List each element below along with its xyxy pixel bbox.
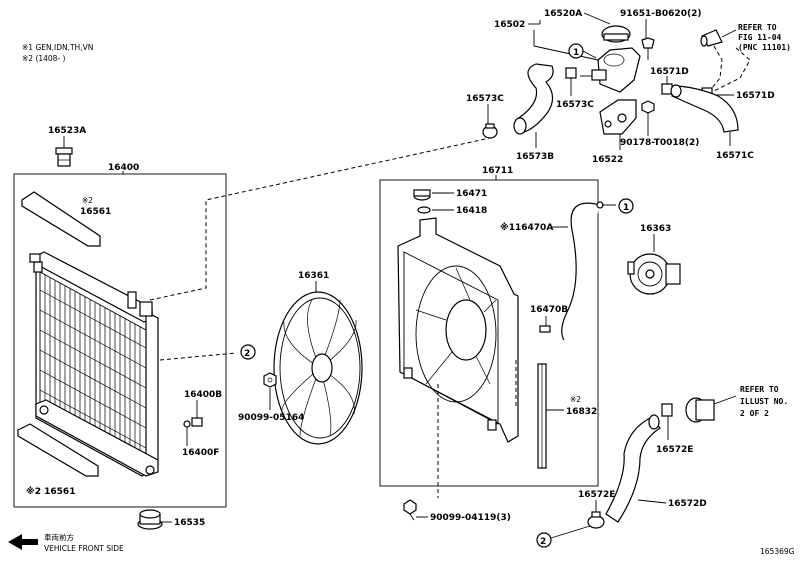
callout-1-right-text: 1 (623, 203, 629, 213)
label-16572D[interactable]: 16572D (668, 499, 707, 509)
seal-16832[interactable] (537, 363, 547, 469)
label-16571D-a[interactable]: 16571D (650, 67, 689, 77)
label-16572E-top[interactable]: 16572E (656, 445, 693, 455)
hose-16571C[interactable] (670, 84, 739, 133)
label-16361[interactable]: 16361 (298, 271, 329, 281)
bolt-91651-B0620[interactable] (641, 37, 655, 60)
outlet-cap-16520A[interactable] (601, 25, 631, 43)
thermostat-housing-ref[interactable] (685, 395, 737, 423)
ref-top-line1: REFER TO (738, 23, 777, 32)
mark-16832: ※2 (570, 395, 581, 404)
ref-top-line3: (PNC 11101) (738, 43, 791, 52)
clamp-16573C-left[interactable] (482, 123, 498, 139)
bracket-16522[interactable] (599, 99, 637, 135)
label-16418[interactable]: 16418 (456, 206, 487, 216)
label-16520A[interactable]: 16520A (544, 9, 582, 19)
leader-ref-top-2 (711, 47, 751, 93)
label-16711[interactable]: 16711 (482, 166, 513, 176)
callout-2-bottom-text: 2 (540, 537, 546, 547)
label-90099-05164[interactable]: 90099-05164 (238, 413, 304, 423)
clamp-16571D-a[interactable] (661, 83, 673, 95)
reservoir-cap-16471[interactable] (413, 189, 431, 201)
gasket-16418[interactable] (417, 206, 431, 214)
ref-right-line2: ILLUST NO. (740, 397, 788, 406)
label-16573C-mid[interactable]: 16573C (556, 100, 594, 110)
seal-16561-bottom[interactable] (17, 423, 99, 477)
clamp-16573C-mid[interactable] (565, 67, 577, 79)
label-16832[interactable]: 16832 (566, 407, 597, 417)
bolt-90099-04119[interactable] (403, 499, 417, 521)
label-16523A[interactable]: 16523A (48, 126, 86, 136)
seal-16561-top[interactable] (21, 191, 101, 247)
note-2: ※2 (1408- ) (22, 54, 66, 63)
label-16571D-b[interactable]: 16571D (736, 91, 775, 101)
clamp-16470B[interactable] (539, 325, 551, 333)
ref-right-line3: 2 OF 2 (740, 409, 769, 418)
label-16535[interactable]: 16535 (174, 518, 205, 528)
callout-2-mid[interactable] (240, 344, 256, 360)
label-16470B[interactable]: 16470B (530, 305, 568, 315)
label-16400B[interactable]: 16400B (184, 390, 222, 400)
radiator-16400[interactable] (29, 251, 159, 477)
hose-16573B[interactable] (513, 63, 554, 135)
hose-16572D[interactable] (605, 414, 661, 523)
fitting-ref-top[interactable] (700, 29, 723, 47)
arrow-label-en: VEHICLE FRONT SIDE (44, 544, 124, 553)
fan-motor-16363[interactable] (627, 253, 681, 295)
label-16400F[interactable]: 16400F (182, 448, 219, 458)
nut-90099-05164[interactable] (263, 372, 277, 388)
label-16363[interactable]: 16363 (640, 224, 671, 234)
callout-2-mid-text: 2 (244, 349, 250, 359)
label-16571C[interactable]: 16571C (716, 151, 754, 161)
drain-plug-16400F[interactable] (183, 420, 191, 446)
leader-ref-top (711, 45, 723, 89)
label-16561-top[interactable]: 16561 (80, 207, 111, 217)
callout-1-top-text: 1 (573, 48, 579, 58)
note-1: ※1 GEN,IDN,TH,VN (22, 43, 93, 52)
label-16470A[interactable]: ※116470A (500, 222, 553, 233)
clamp-16572E-bottom[interactable] (587, 511, 605, 529)
leader-radiator-to-upper-hose (149, 137, 491, 301)
cushion-16535[interactable] (137, 509, 163, 530)
fan-16361[interactable] (273, 291, 363, 445)
label-16522[interactable]: 16522 (592, 155, 623, 165)
figure-id: 165369G (760, 547, 795, 556)
label-16573C-left[interactable]: 16573C (466, 94, 504, 104)
overflow-hose-16470A[interactable] (561, 201, 604, 341)
callout-2-bottom[interactable] (536, 532, 552, 548)
water-outlet-16502[interactable] (580, 47, 641, 93)
nut-90178-T0018[interactable] (641, 100, 655, 114)
label-16502[interactable]: 16502 (494, 20, 525, 30)
label-16400[interactable]: 16400 (108, 163, 139, 173)
drain-cock-16400B[interactable] (191, 400, 203, 427)
ref-top-line2: FIG 11-04 (738, 33, 782, 42)
label-16561-bottom[interactable]: ※2 16561 (26, 486, 75, 497)
fan-shroud-16711[interactable] (397, 217, 519, 443)
callout-1-right[interactable] (618, 198, 634, 214)
label-90178[interactable]: 90178-T0018(2) (620, 138, 699, 148)
label-91651[interactable]: 91651-B0620(2) (620, 9, 701, 19)
mark-16561-top: ※2 (82, 196, 93, 205)
label-16471[interactable]: 16471 (456, 189, 487, 199)
label-90099-04119[interactable]: 90099-04119(3) (430, 513, 511, 523)
vehicle-front-arrow (8, 534, 38, 550)
label-16573B[interactable]: 16573B (516, 152, 554, 162)
label-16572E-bottom[interactable]: 16572E (578, 490, 615, 500)
radiator-cap-16523A[interactable] (55, 147, 73, 167)
ref-right-line1: REFER TO (740, 385, 779, 394)
arrow-label-cn: 車両前方 (44, 532, 74, 542)
leader-callout-2 (159, 352, 237, 361)
clamp-16572E-top[interactable] (661, 403, 673, 417)
shroud-group-frame (379, 179, 599, 487)
radiator-group-frame (13, 173, 227, 508)
